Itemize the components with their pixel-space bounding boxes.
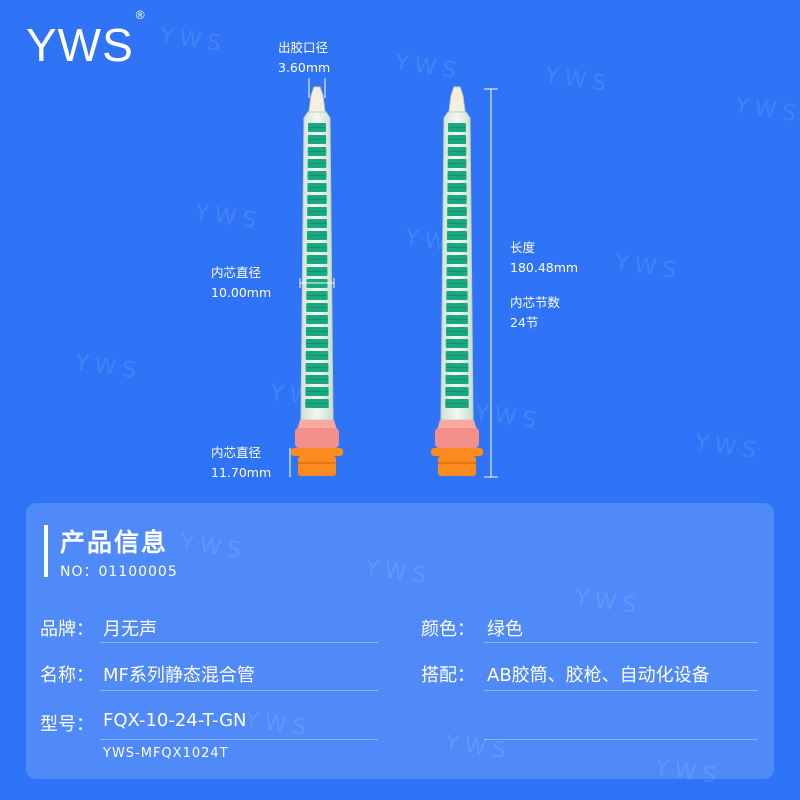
- row-divider: [100, 739, 378, 740]
- base-diameter-label: 内芯直径 11.70mm: [211, 443, 271, 483]
- tube-cap: [295, 428, 339, 448]
- length-dimension-line: [484, 88, 498, 478]
- registered-mark: ®: [135, 7, 146, 22]
- base-hub: [298, 456, 336, 476]
- brand-row-label: 品牌：: [40, 619, 94, 640]
- base-flange: [291, 448, 343, 456]
- brand-logo-text: YWS: [26, 19, 134, 71]
- outlet-diameter-value: 3.60mm: [278, 60, 331, 75]
- outlet-dimension-line: [308, 78, 326, 98]
- compatible-row-label: 搭配：: [421, 665, 475, 686]
- color-row-value: 绿色: [487, 619, 523, 640]
- length-title: 长度: [510, 240, 536, 255]
- panel-accent-bar: [44, 525, 48, 577]
- model-sub-code: YWS-MFQX1024T: [103, 746, 229, 761]
- mixer-tube-right: [431, 86, 483, 476]
- length-value: 180.48mm: [510, 260, 579, 275]
- brand-logo: YWS®: [26, 8, 146, 72]
- compatible-row-value: AB胶筒、胶枪、自动化设备: [487, 665, 710, 686]
- tube-collar: [297, 420, 337, 430]
- base-flange: [431, 448, 483, 456]
- brand-row-value: 月无声: [103, 619, 157, 640]
- sections-label: 内芯节数 24节: [510, 293, 560, 333]
- product-info-panel: [26, 503, 774, 779]
- base-diameter-title: 内芯直径: [211, 445, 262, 460]
- mixer-tube-left: [291, 86, 343, 476]
- base-diameter-value: 11.70mm: [211, 465, 272, 480]
- outlet-diameter-label: 出胶口径 3.60mm: [278, 38, 330, 78]
- core-diameter-title: 内芯直径: [211, 265, 262, 280]
- row-divider: [484, 690, 758, 691]
- row-divider: [100, 690, 378, 691]
- base-groove: [438, 462, 476, 464]
- panel-title: 产品信息: [60, 528, 169, 557]
- product-number: NO：01100005: [60, 564, 178, 580]
- core-dimension-line: [299, 278, 335, 288]
- name-row-label: 名称：: [40, 665, 94, 686]
- base-hub: [438, 456, 476, 476]
- sections-value: 24节: [510, 315, 539, 330]
- product-illustration: [289, 78, 498, 478]
- tube-body: [440, 111, 474, 421]
- color-row-label: 颜色：: [421, 619, 475, 640]
- base-groove: [298, 462, 336, 464]
- core-diameter-label: 内芯直径 10.00mm: [211, 263, 271, 303]
- row-divider: [100, 642, 378, 643]
- name-row-value: MF系列静态混合管: [103, 665, 255, 686]
- sections-title: 内芯节数: [510, 295, 561, 310]
- outlet-diameter-title: 出胶口径: [278, 40, 329, 55]
- nozzle-tip: [448, 86, 466, 113]
- model-row-value: FQX-10-24-T-GN: [103, 710, 247, 731]
- tube-cap: [435, 428, 479, 448]
- row-divider: [484, 642, 758, 643]
- row-divider: [484, 739, 758, 740]
- length-label: 长度 180.48mm: [510, 238, 578, 278]
- tube-collar: [437, 420, 477, 430]
- model-row-label: 型号：: [40, 714, 94, 735]
- core-diameter-value: 10.00mm: [211, 285, 272, 300]
- nozzle-tip: [308, 86, 326, 113]
- tube-body: [300, 111, 334, 421]
